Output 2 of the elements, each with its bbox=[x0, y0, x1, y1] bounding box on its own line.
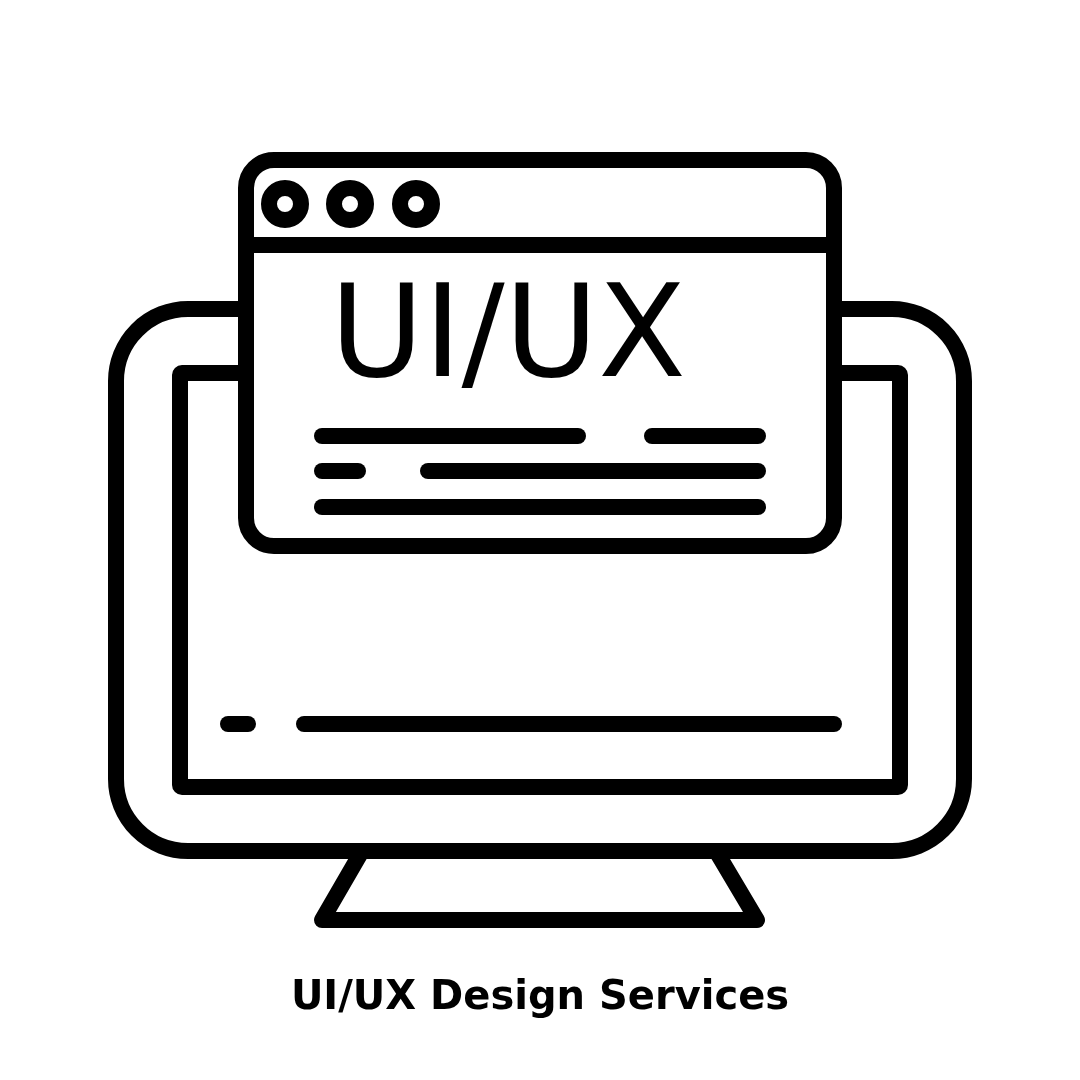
caption: UI/UX Design Services bbox=[289, 972, 791, 1018]
heading-text: UI/UX bbox=[330, 262, 686, 403]
